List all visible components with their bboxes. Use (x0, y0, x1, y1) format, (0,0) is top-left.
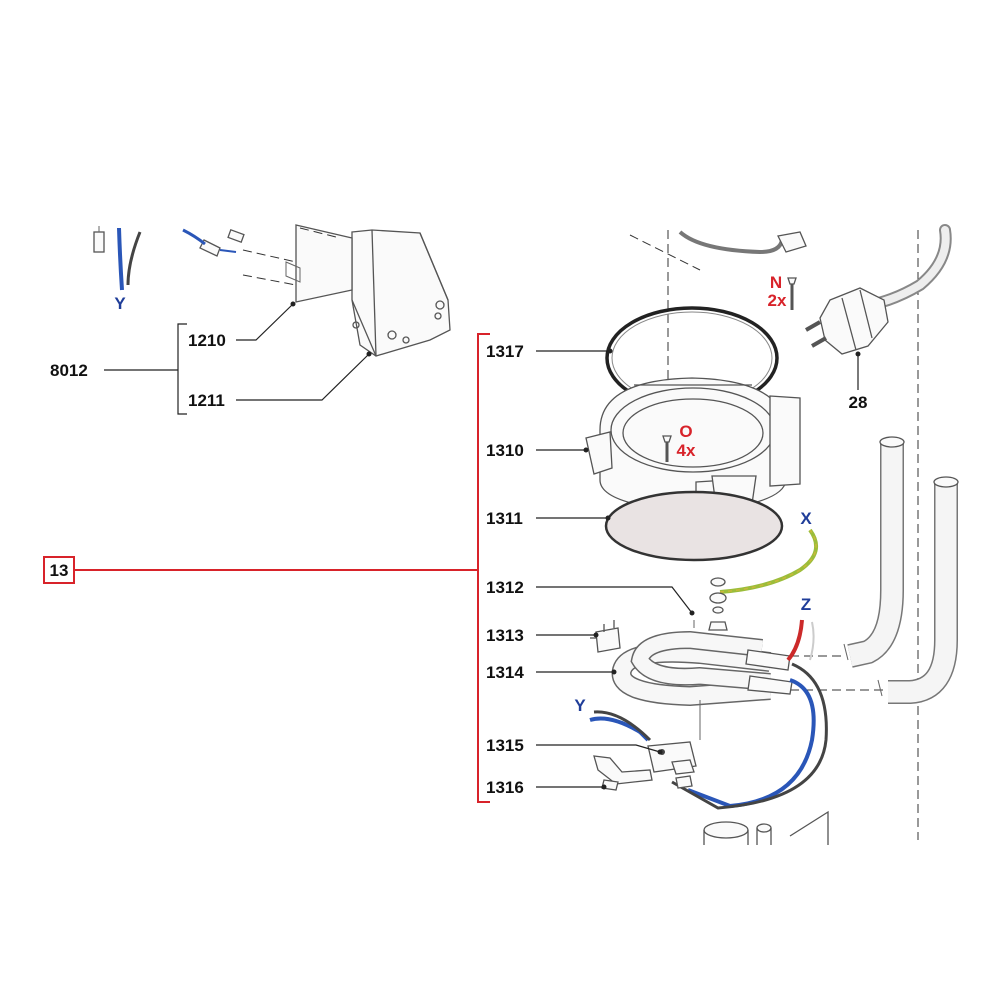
callout-1316: 1316 (486, 778, 524, 797)
wire-label-z: Z (801, 595, 811, 614)
callout-group-8012 (104, 303, 370, 415)
base-parts (703, 810, 829, 845)
wire-label-y-bottom: Y (574, 696, 586, 715)
callout-1313: 1313 (486, 626, 524, 645)
callout-1314: 1314 (486, 663, 524, 682)
heating-element-icon (611, 630, 793, 740)
red-wire (786, 619, 804, 662)
screw-n-icon (787, 277, 797, 310)
background-frame (629, 230, 919, 840)
callout-13: 13 (50, 561, 69, 580)
group-13-bracket (43, 333, 490, 803)
callout-1312: 1312 (486, 578, 524, 597)
callout-8012: 8012 (50, 361, 88, 380)
heater-housing-icon (585, 377, 801, 517)
fastener-n-qty: 2x (768, 291, 787, 310)
callout-28: 28 (849, 393, 868, 412)
hose-lower-icon (888, 476, 959, 704)
screw-o-icon (662, 435, 672, 462)
group-13-leaders (536, 348, 695, 790)
callout-1317: 1317 (486, 342, 524, 361)
terminal-block-icon (647, 741, 697, 789)
dark-wire (671, 662, 828, 810)
power-plug-icon (805, 224, 952, 357)
callout-1210: 1210 (188, 331, 226, 350)
callout-1310: 1310 (486, 441, 524, 460)
callout-1311: 1311 (486, 509, 523, 528)
thermostat-icon (590, 620, 621, 653)
wire-label-y-top: Y (114, 294, 126, 313)
housing-assembly (93, 224, 451, 357)
washer-nut-stack-icon (693, 577, 728, 631)
fastener-n-letter: N (770, 273, 782, 292)
fastener-o-letter: O (679, 422, 692, 441)
wire-label-x: X (800, 509, 812, 528)
heating-plate-icon (604, 490, 784, 562)
fastener-o-qty: 4x (677, 441, 696, 460)
callout-1211: 1211 (188, 391, 225, 410)
hose-upper-icon (847, 436, 905, 668)
callout-1315: 1315 (486, 736, 524, 755)
